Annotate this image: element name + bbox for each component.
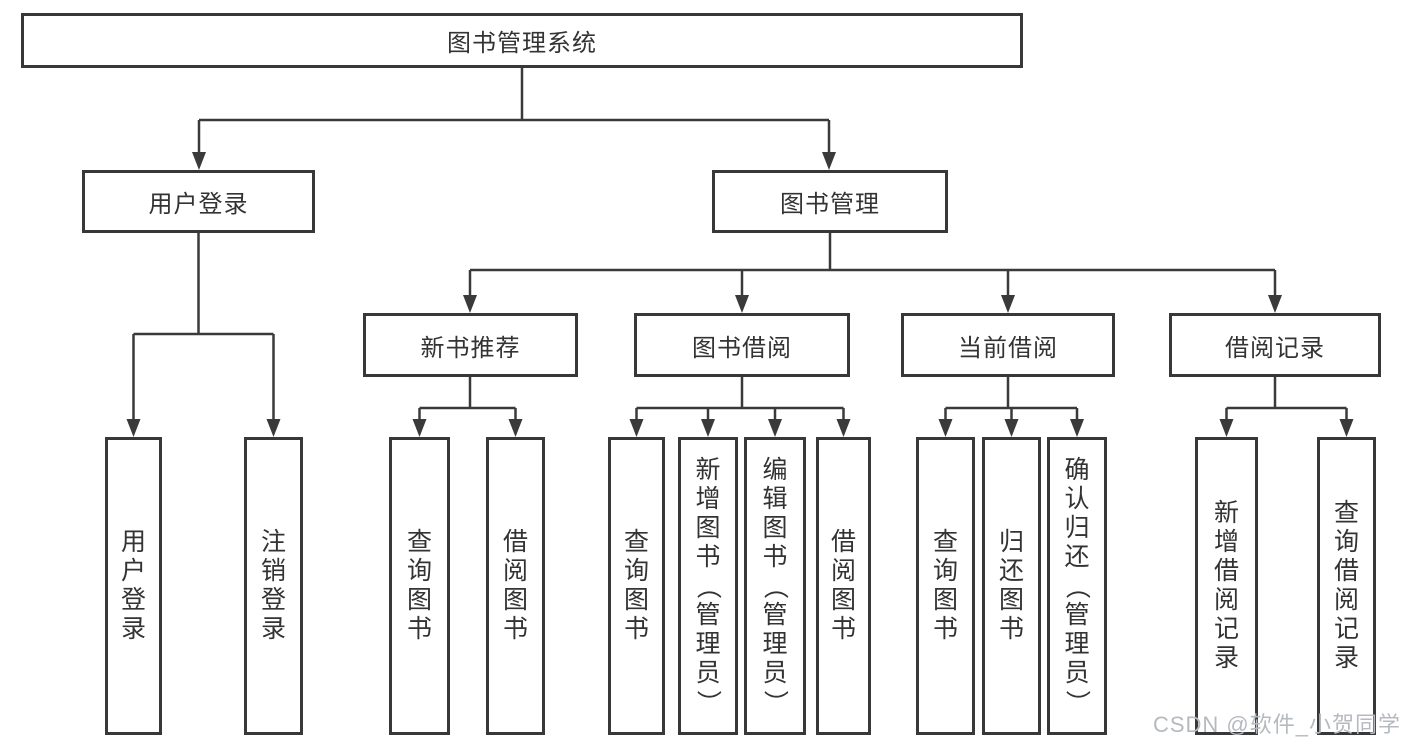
leaf-logout: 注销登录 [244, 437, 303, 735]
node-user-login: 用户登录 [82, 170, 315, 233]
leaf-add-borrow-record: 新增借阅记录 [1195, 437, 1258, 735]
leaf-query-borrow-record: 查询借阅记录 [1317, 437, 1376, 735]
leaf-query-books-current: 查询图书 [916, 437, 975, 735]
node-current-borrowing: 当前借阅 [901, 313, 1115, 377]
leaf-query-books-borrowing: 查询图书 [608, 437, 665, 735]
leaf-return-books: 归还图书 [982, 437, 1041, 735]
node-book-management: 图书管理 [712, 170, 948, 233]
leaf-borrow-books-borrowing: 借阅图书 [816, 437, 871, 735]
leaf-borrow-books-recommend: 借阅图书 [486, 437, 545, 735]
arrowheads [126, 152, 1354, 437]
node-borrowing-records: 借阅记录 [1169, 313, 1381, 377]
leaf-confirm-return-admin: 确认归还（管理员） [1047, 437, 1107, 735]
node-library-management-system: 图书管理系统 [21, 13, 1023, 68]
leaf-user-login: 用户登录 [105, 437, 162, 735]
leaf-edit-book-admin: 编辑图书（管理员） [744, 437, 806, 735]
leaf-query-books-recommend: 查询图书 [389, 437, 450, 735]
node-new-book-recommendation: 新书推荐 [363, 313, 578, 377]
leaf-add-book-admin: 新增图书（管理员） [678, 437, 738, 735]
watermark: CSDN @软件_小贺同学 [1152, 712, 1401, 737]
node-book-borrowing: 图书借阅 [634, 313, 850, 377]
